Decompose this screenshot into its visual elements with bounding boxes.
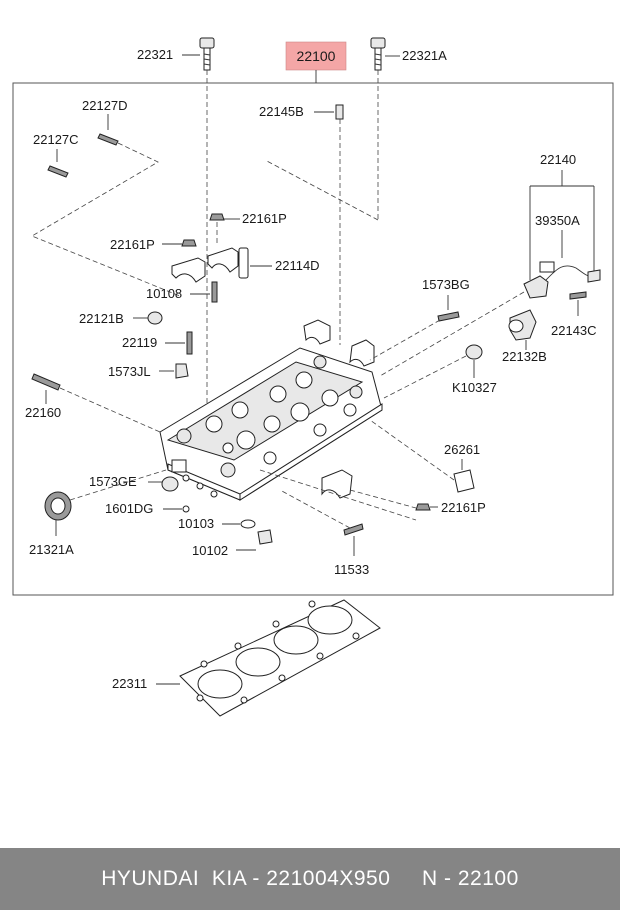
pin-22114d bbox=[238, 247, 249, 279]
seal-21321a bbox=[44, 491, 72, 521]
label-10108: 10108 bbox=[146, 286, 182, 301]
cam-cap-upper-left bbox=[171, 247, 239, 283]
label-39350a: 39350A bbox=[535, 213, 580, 228]
cylinder-head bbox=[159, 347, 383, 501]
fitting-22132b bbox=[508, 309, 537, 341]
cam-cap-lower bbox=[321, 469, 353, 499]
label-22140: 22140 bbox=[540, 152, 576, 167]
label-22127c: 22127C bbox=[33, 132, 79, 147]
label-10103: 10103 bbox=[178, 516, 214, 531]
plug-1573ge bbox=[161, 476, 179, 492]
pipe-26261 bbox=[453, 469, 475, 493]
label-21321a: 21321A bbox=[29, 542, 74, 557]
bolt-22321a bbox=[370, 37, 386, 71]
label-1573ge: 1573GE bbox=[89, 474, 137, 489]
label-22143c: 22143C bbox=[551, 323, 597, 338]
bolt-22143c bbox=[569, 291, 587, 300]
label-26261: 26261 bbox=[444, 442, 480, 457]
diagram-frame bbox=[12, 82, 614, 596]
plug-1601dg bbox=[182, 505, 190, 513]
nut-22161p-lower bbox=[415, 503, 431, 511]
label-k10327: K10327 bbox=[452, 380, 497, 395]
label-22321a: 22321A bbox=[402, 48, 447, 63]
washer-10103 bbox=[240, 519, 256, 529]
stud-22119 bbox=[186, 331, 193, 355]
label-22145b: 22145B bbox=[259, 104, 304, 119]
label-22132b: 22132B bbox=[502, 349, 547, 364]
label-22127d: 22127D bbox=[82, 98, 128, 113]
label-22119: 22119 bbox=[122, 335, 157, 350]
dowel-22145b bbox=[335, 104, 344, 120]
head-gasket-22311 bbox=[179, 599, 381, 717]
label-22114d: 22114D bbox=[275, 258, 320, 273]
parts-diagram: 22100 22321 22321A 22127D 22127C 22145B … bbox=[12, 37, 614, 717]
cam-cap-upper-right bbox=[303, 319, 375, 367]
stud-22127d bbox=[97, 133, 119, 146]
plug-k10327 bbox=[465, 344, 483, 360]
label-10102: 10102 bbox=[192, 543, 228, 558]
label-22161p-lower: 22161P bbox=[441, 500, 486, 515]
label-1573bg: 1573BG bbox=[422, 277, 470, 292]
label-22160: 22160 bbox=[25, 405, 61, 420]
label-22311: 22311 bbox=[112, 676, 147, 691]
label-22100: 22100 bbox=[297, 48, 336, 64]
bolt-22321 bbox=[199, 37, 215, 71]
nut-10102 bbox=[257, 529, 273, 545]
label-22161p-top: 22161P bbox=[242, 211, 287, 226]
nut-22161p-top bbox=[209, 213, 225, 221]
bolt-1573bg bbox=[437, 311, 460, 322]
plug-1573jl bbox=[175, 363, 189, 379]
footer-part-number: HYUNDAI KIA - 221004X950 N - 22100 bbox=[0, 848, 620, 910]
stud-11533 bbox=[343, 523, 364, 536]
stud-22160 bbox=[31, 373, 61, 391]
stud-22127c bbox=[47, 165, 69, 178]
nut-22161p-left bbox=[181, 239, 197, 247]
label-22321: 22321 bbox=[137, 47, 173, 62]
label-1601dg: 1601DG bbox=[105, 501, 153, 516]
label-1573jl: 1573JL bbox=[108, 364, 151, 379]
plug-22121b bbox=[147, 311, 163, 325]
label-22161p-left: 22161P bbox=[110, 237, 155, 252]
label-11533: 11533 bbox=[334, 562, 369, 577]
sensor-39350a bbox=[523, 261, 601, 299]
stud-10108 bbox=[211, 281, 218, 303]
footer-text: HYUNDAI KIA - 221004X950 N - 22100 bbox=[101, 867, 519, 890]
label-22121b: 22121B bbox=[79, 311, 124, 326]
